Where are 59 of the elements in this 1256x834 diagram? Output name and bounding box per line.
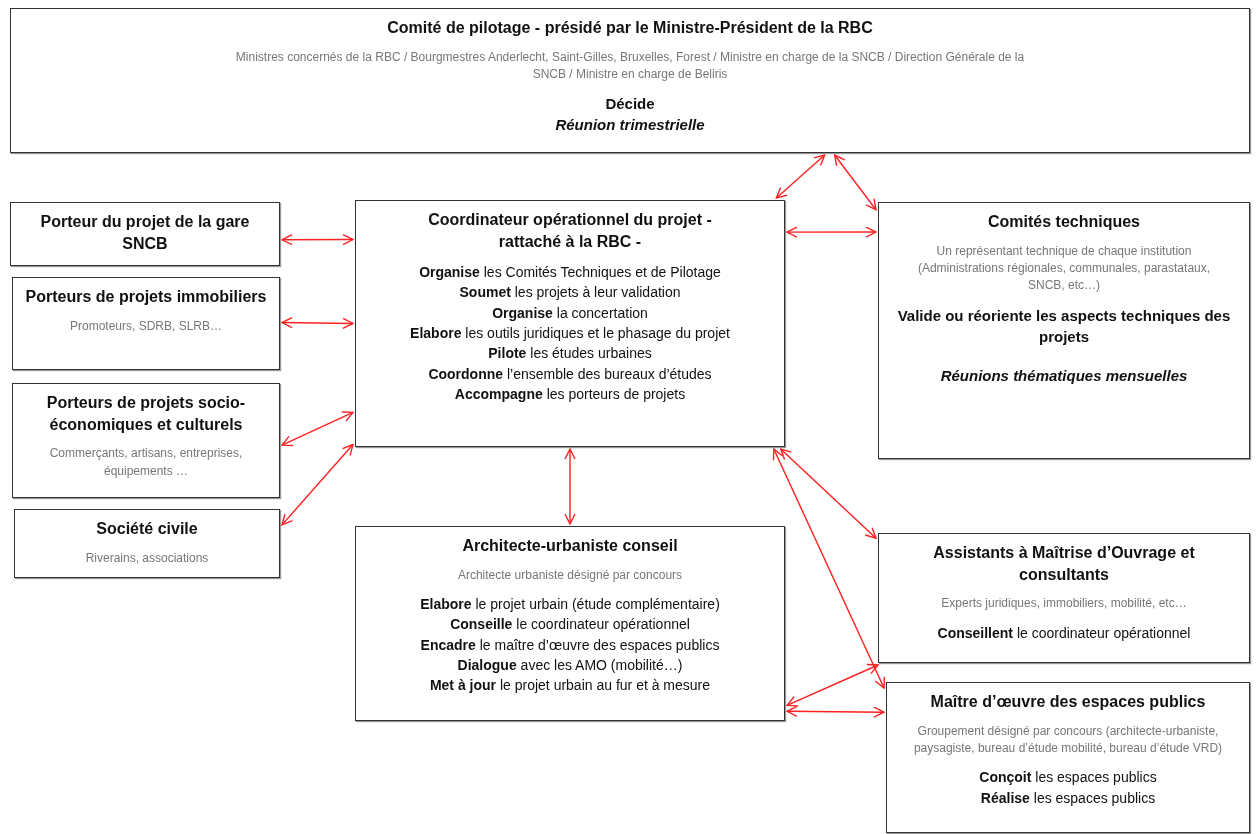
node-title: Comités techniques — [987, 212, 1141, 232]
double-arrow — [281, 411, 354, 447]
node-title: Société civile — [95, 519, 199, 539]
actor-box — [886, 682, 1250, 833]
double-arrow — [786, 663, 879, 707]
task-line: Organise les Comités Techniques et de Pilotage — [418, 263, 722, 283]
actor-box — [12, 277, 280, 370]
node-title: Porteur du projet de la gare SNCB — [39, 212, 251, 254]
committee-box — [878, 202, 1250, 459]
node-title: Porteurs de projets immobiliers — [24, 287, 268, 307]
node-subtitle: Promoteurs, SDRB, SLRB… — [68, 317, 223, 335]
actor-box — [10, 202, 280, 266]
meeting-frequency: Réunions thématiques mensuelles — [939, 365, 1189, 386]
meeting-frequency: Réunion trimestrielle — [554, 115, 706, 136]
node-title: Coordinateur opérationnel du projet - rattaché à la RBC - — [427, 210, 713, 252]
node-subtitle: Groupement désigné par concours (architecte-urbaniste, paysagiste, bureau d’étude mobilité, bureau d’étude VRD) — [912, 722, 1224, 757]
task-line: Elabore les outils juridiques et le phasage du projet — [409, 324, 731, 344]
double-arrow — [281, 443, 354, 526]
node-title: Comité de pilotage - présidé par le Ministre-Président de la RBC — [386, 18, 874, 38]
node-title: Assistants à Maîtrise d’Ouvrage et consultants — [932, 543, 1196, 585]
committee-box — [10, 8, 1250, 153]
node-subtitle: Experts juridiques, immobiliers, mobilité, etc… — [940, 595, 1188, 613]
node-title: Porteurs de projets socio-économiques et culturels — [45, 393, 247, 435]
node-subtitle: Architecte urbaniste désigné par concours — [456, 566, 684, 584]
task-line: Réalise les espaces publics — [979, 788, 1157, 808]
task-line: Coordonne l’ensemble des bureaux d’études — [427, 364, 713, 384]
double-arrow — [786, 226, 877, 238]
task-line: Pilote les études urbaines — [487, 344, 653, 364]
double-arrow — [772, 448, 886, 689]
actor-box — [878, 533, 1250, 663]
node-title: Maître d’œuvre des espaces publics — [929, 692, 1207, 712]
node-subtitle: Ministres concernés de la RBC / Bourgmestres Anderlecht, Saint-Gilles, Bruxelles, Forest / Ministre en charge de la SNCB / Direction Générale de la SNCB / Ministre en charge de Beliris — [234, 48, 1026, 83]
node-subtitle: Commerçants, artisans, entreprises, équipements … — [48, 445, 244, 480]
double-arrow — [281, 233, 354, 246]
node-title: Architecte-urbaniste conseil — [461, 536, 679, 556]
task-line: Conseille le coordinateur opérationnel — [449, 615, 691, 635]
role-statement: Décide — [604, 94, 656, 115]
role-statement: Valide ou réoriente les aspects techniques des projets — [896, 305, 1232, 347]
node-subtitle: Riverains, associations — [84, 549, 210, 567]
actor-box — [14, 509, 280, 578]
actor-box — [355, 200, 785, 447]
actor-box — [12, 383, 280, 498]
double-arrow — [775, 154, 826, 199]
task-line: Met à jour le projet urbain au fur et à mesure — [428, 676, 712, 696]
task-line: Conçoit les espaces publics — [978, 768, 1158, 788]
task-line: Soumet les projets à leur validation — [458, 283, 682, 303]
double-arrow — [564, 448, 576, 525]
node-subtitle: Un représentant technique de chaque institution (Administrations régionales, communales, parastataux, SNCB, etc…) — [916, 242, 1212, 295]
double-arrow — [786, 705, 885, 718]
actor-box — [355, 526, 785, 721]
double-arrow — [833, 154, 877, 211]
task-line: Organise la concertation — [491, 303, 649, 323]
task-line: Accompagne les porteurs de projets — [453, 384, 687, 404]
task-line: Elabore le projet urbain (étude complémentaire) — [419, 595, 721, 614]
double-arrow — [780, 448, 877, 539]
double-arrow — [281, 317, 354, 330]
task-line: Encadre le maître d’œuvre des espaces publics — [419, 635, 721, 655]
task-line: Conseillent le coordinateur opérationnel — [936, 623, 1192, 643]
task-line: Dialogue avec les AMO (mobilité…) — [456, 655, 684, 675]
